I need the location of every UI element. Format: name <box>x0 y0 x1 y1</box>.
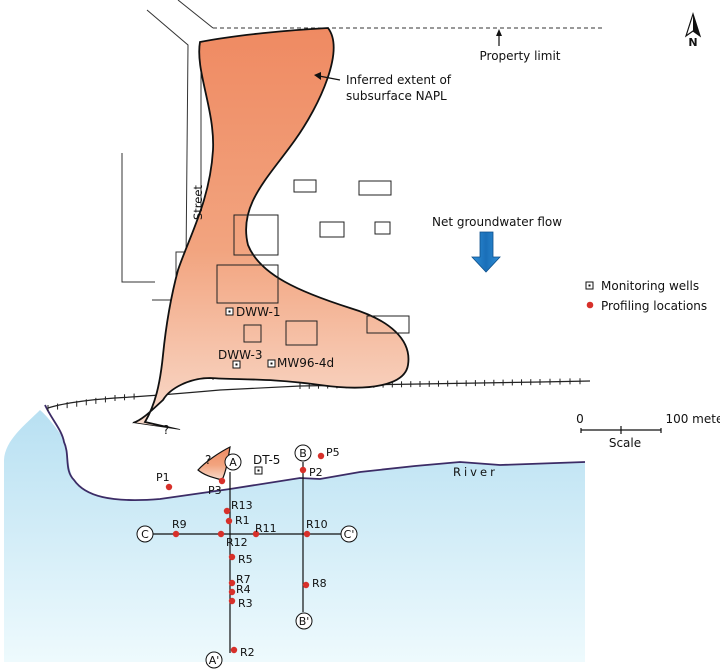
profiling-label-r11: R11 <box>255 522 277 535</box>
profiling-point-p2 <box>299 466 307 474</box>
profiling-point-p1 <box>165 483 173 491</box>
transect-c-start: C <box>141 528 149 541</box>
river-bank <box>44 404 586 501</box>
north-arrow: N <box>684 12 702 49</box>
transect-a-start: A <box>229 456 237 469</box>
profiling-point-r10 <box>303 530 311 538</box>
transect-b-end: B' <box>299 615 310 628</box>
napl-pointer-head <box>314 72 321 80</box>
napl-extent-line-2: subsurface NAPL <box>346 89 447 103</box>
profiling-label-r9: R9 <box>172 518 187 531</box>
profiling-point-r13 <box>223 507 231 515</box>
profiling-label-r7: R7 <box>236 573 251 586</box>
profiling-point-r4 <box>228 588 236 596</box>
profiling-point-p5 <box>317 452 325 460</box>
profiling-label-p3: P3 <box>208 484 222 497</box>
railway <box>47 380 591 409</box>
profiling-point-r1 <box>225 517 233 525</box>
profiling-point-r9 <box>172 530 180 538</box>
napl-extent-label: Inferred extent of subsurface NAPL <box>346 73 455 103</box>
transect-a-start-circle <box>224 453 242 471</box>
river-label: River <box>453 465 498 479</box>
profiling-point-r7 <box>228 579 236 587</box>
railway-ties <box>47 378 581 411</box>
profiling-point-r8 <box>302 581 310 589</box>
buildings <box>216 179 410 346</box>
profiling-label-p2: P2 <box>309 466 323 479</box>
property-limit-pointer-head <box>496 29 502 36</box>
legend-monitoring-wells: Monitoring wells <box>601 279 699 293</box>
profiling-label-p1: P1 <box>156 471 170 484</box>
scale-start: 0 <box>576 412 584 426</box>
transects <box>153 462 342 653</box>
well-dww-3-label: DWW-3 <box>218 348 262 362</box>
scale-bar: 0 100 meters Scale <box>576 412 720 450</box>
profiling-label-r10: R10 <box>306 518 328 531</box>
profiling-label-r1: R1 <box>235 514 250 527</box>
profiling-label-p5: P5 <box>326 446 340 459</box>
unknown-mark-island: ? <box>205 453 211 467</box>
transect-b-start: B <box>299 447 307 460</box>
transect-c-end-circle <box>340 525 358 543</box>
transect-b-end-circle <box>295 612 313 630</box>
well-dww-1-dot <box>228 310 231 313</box>
well-dww-1-label: DWW-1 <box>236 305 280 319</box>
well-dt-5-label: DT-5 <box>253 453 280 467</box>
north-arrow-label: N <box>688 36 697 49</box>
transect-b-start-circle <box>294 444 312 462</box>
profiling-point-r11 <box>252 530 260 538</box>
profiling-point-p3 <box>218 477 226 485</box>
scale-label: Scale <box>609 436 641 450</box>
napl-pointer <box>318 75 341 81</box>
plume-lower-boundary <box>132 423 182 432</box>
profiling-label-r3: R3 <box>238 597 253 610</box>
property-limit-label: Property limit <box>480 49 561 63</box>
profiling-label-r5: R5 <box>238 553 253 566</box>
legend-well-icon-dot <box>588 284 591 287</box>
unknown-mark-upper: ? <box>163 423 169 437</box>
profiling-label-r2: R2 <box>240 646 255 659</box>
well-mw96-4d-dot <box>270 362 273 365</box>
profiling-label-r12: R12 <box>226 536 248 549</box>
transect-a-end: A' <box>209 654 220 667</box>
groundwater-flow-arrow <box>471 231 501 273</box>
well-dww-3-dot <box>235 363 238 366</box>
legend: Monitoring wells Profiling locations <box>585 279 707 313</box>
transect-c-end: C' <box>344 528 355 541</box>
legend-profiling-locations: Profiling locations <box>601 299 707 313</box>
well-mw96-4d-label: MW96-4d <box>277 356 334 370</box>
napl-extent-line-1: Inferred extent of <box>346 73 452 87</box>
river-water <box>4 410 585 662</box>
street-label: Street <box>191 185 205 220</box>
monitoring-wells: DWW-1 DWW-3 MW96-4d DT-5 <box>218 305 334 475</box>
groundwater-flow-label: Net groundwater flow <box>432 215 562 229</box>
transect-markers: A A' B B' C C' <box>136 444 358 669</box>
scale-end: 100 meters <box>665 412 720 426</box>
napl-plume <box>132 27 410 431</box>
profiling-label-r4: R4 <box>236 583 251 596</box>
profiling-point-r2 <box>230 646 238 654</box>
profiling-point-r5 <box>228 553 236 561</box>
transect-c-start-circle <box>136 525 154 543</box>
profiling-label-r8: R8 <box>312 577 327 590</box>
transect-a-end-circle <box>205 651 223 669</box>
legend-profiling-icon <box>586 301 594 309</box>
profiling-label-r13: R13 <box>231 499 253 512</box>
well-dt-5-dot <box>257 469 260 472</box>
profiling-point-r12 <box>217 530 225 538</box>
profiling-point-r3 <box>228 597 236 605</box>
